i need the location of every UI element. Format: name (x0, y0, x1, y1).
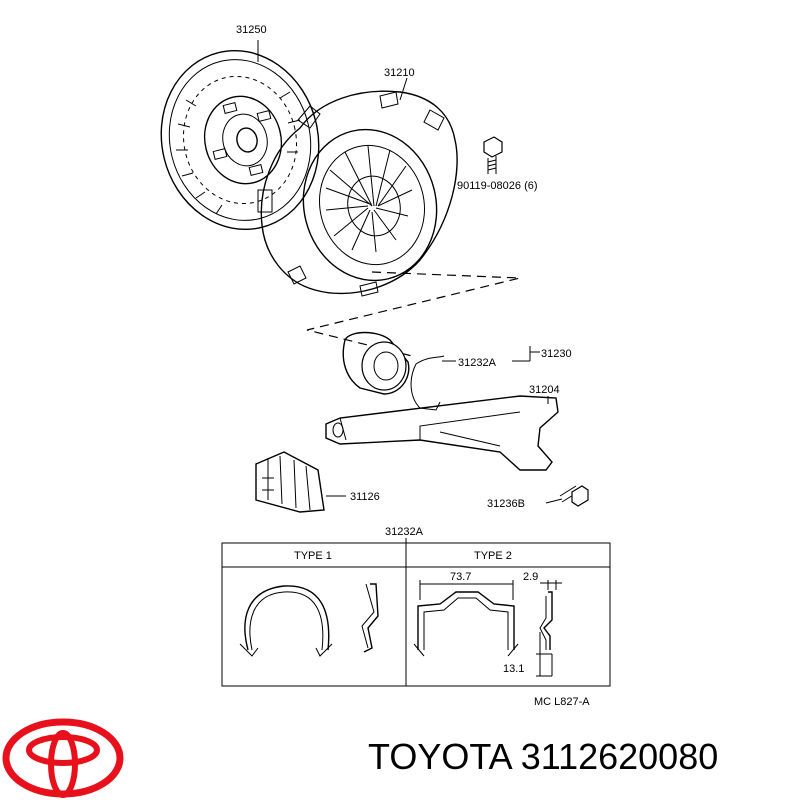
hub-clip-illustration (410, 355, 445, 411)
label-clutch-cover: 31210 (384, 67, 415, 79)
fork-boot-illustration (255, 451, 325, 513)
type1-clip-illustration (239, 583, 379, 657)
clutch-disc-illustration (160, 49, 320, 231)
release-fork-illustration (325, 395, 559, 471)
figure-code: MC L827-A (534, 696, 590, 708)
brand-caption: TOYOTA 3112620080 (368, 736, 719, 777)
label-bolt: 90119-08026 (6) (457, 180, 538, 192)
detail-title: 31232A (385, 526, 424, 538)
release-bearing-illustration (342, 331, 410, 395)
label-fork-support: 31236B (487, 498, 525, 510)
bolt-illustration (483, 136, 503, 174)
label-release-bearing: 31230 (541, 348, 572, 360)
label-fork-boot: 31126 (350, 491, 380, 503)
label-hub-clip: 31232A (458, 357, 497, 369)
type2-clip-illustration (413, 591, 553, 657)
fork-support-illustration (559, 485, 589, 507)
type2-header: TYPE 2 (474, 550, 512, 562)
type1-header: TYPE 1 (294, 550, 332, 562)
dim-thickness: 2.9 (523, 571, 538, 583)
clutch-cover-illustration (257, 90, 458, 297)
label-release-fork: 31204 (529, 384, 560, 396)
dim-depth: 13.1 (503, 663, 524, 675)
detail-table (221, 542, 611, 687)
toyota-logo (2, 718, 124, 798)
label-clutch-disc: 31250 (236, 24, 267, 36)
dim-width: 73.7 (450, 571, 471, 583)
